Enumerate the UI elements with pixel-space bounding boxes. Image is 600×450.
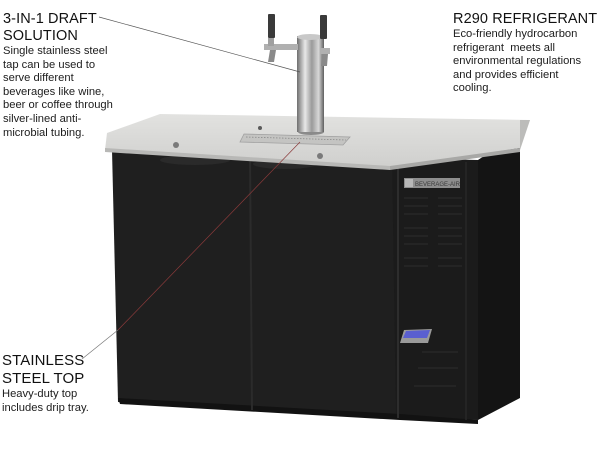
callout-body: Single stainless steel tap can be used t… <box>3 45 115 140</box>
drip-tray <box>239 133 351 146</box>
body-line: Single stainless steel <box>3 45 108 57</box>
callout-refrigerant: R290 REFRIGERANT Eco-friendly hydrocarbo… <box>453 11 600 96</box>
body-line: beer or coffee through <box>3 99 113 112</box>
callout-title: R290 REFRIGERANT <box>453 11 598 27</box>
title-line: STEEL TOP <box>2 370 85 387</box>
callout-title: STAINLESS STEEL TOP <box>2 352 102 388</box>
body-line: microbial tubing. <box>3 126 85 139</box>
leader-lines <box>81 16 301 360</box>
cabinet <box>112 132 520 424</box>
stainless-countertop <box>105 114 530 170</box>
svg-text:BEVERAGE-AIR: BEVERAGE-AIR <box>415 182 461 188</box>
tap-handle-right[interactable] <box>320 15 330 66</box>
callout-body: Eco-friendly hydrocarbon refrigerant mee… <box>453 28 600 96</box>
brand-badge: BEVERAGE-AIR <box>404 178 461 188</box>
body-line: serve different <box>3 72 74 85</box>
body-line: tap can be used to <box>3 58 96 71</box>
body-line: Heavy-duty top <box>2 388 78 400</box>
title-line: STAINLESS <box>2 352 85 369</box>
body-line: Eco-friendly hydrocarbon <box>453 28 578 40</box>
body-line: and provides efficient <box>453 68 559 81</box>
body-line: environmental regulations <box>453 55 582 68</box>
body-line: silver-lined anti- <box>3 112 82 125</box>
vent-grille <box>404 162 467 420</box>
callout-title: 3-IN-1 DRAFT SOLUTION <box>3 11 115 45</box>
body-line: refrigerant meets all <box>453 41 555 54</box>
body-line: includes drip tray. <box>2 401 89 414</box>
tap-handle-left[interactable] <box>264 14 298 62</box>
temperature-display[interactable] <box>400 329 432 343</box>
callout-draft-solution: 3-IN-1 DRAFT SOLUTION Single stainless s… <box>3 11 115 140</box>
title-line: SOLUTION <box>3 28 78 44</box>
title-line: 3-IN-1 DRAFT <box>3 11 97 27</box>
beer-tower[interactable] <box>264 14 330 135</box>
callout-body: Heavy-duty top includes drip tray. <box>2 388 102 415</box>
callout-stainless-top: STAINLESS STEEL TOP Heavy-duty top inclu… <box>2 352 102 415</box>
body-line: cooling. <box>453 82 492 95</box>
body-line: beverages like wine, <box>3 85 105 98</box>
